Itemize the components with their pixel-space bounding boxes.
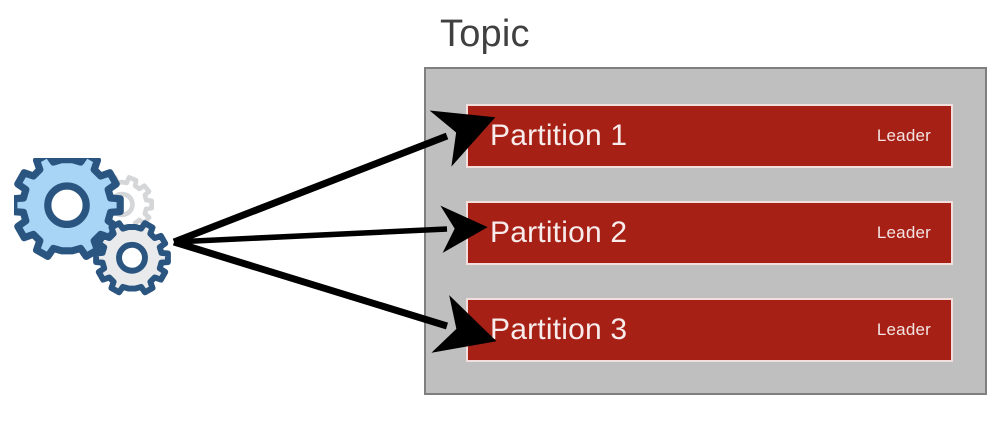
gear-secondary-icon [93,220,171,296]
arrow-to-partition-2 [173,205,488,253]
partition-label: Partition 2 [490,216,628,249]
partition-role-badge: Leader [876,223,931,242]
partition-box[interactable]: Partition 2 Leader [466,201,953,265]
partition-list: Partition 1 Leader Partition 2 Leader Pa… [466,104,953,362]
arrow-to-partition-3 [172,238,497,353]
gears-icon [10,150,174,298]
partition-label: Partition 1 [490,119,628,152]
partition-label: Partition 3 [490,313,628,346]
partition-role-badge: Leader [876,320,931,339]
topic-container: Partition 1 Leader Partition 2 Leader Pa… [424,67,987,395]
partition-box[interactable]: Partition 3 Leader [466,298,953,362]
partition-role-badge: Leader [876,126,931,145]
arrow-to-partition-1 [172,110,496,246]
topic-title: Topic [440,13,530,55]
gear-primary-icon [10,150,124,261]
partition-box[interactable]: Partition 1 Leader [466,104,953,168]
